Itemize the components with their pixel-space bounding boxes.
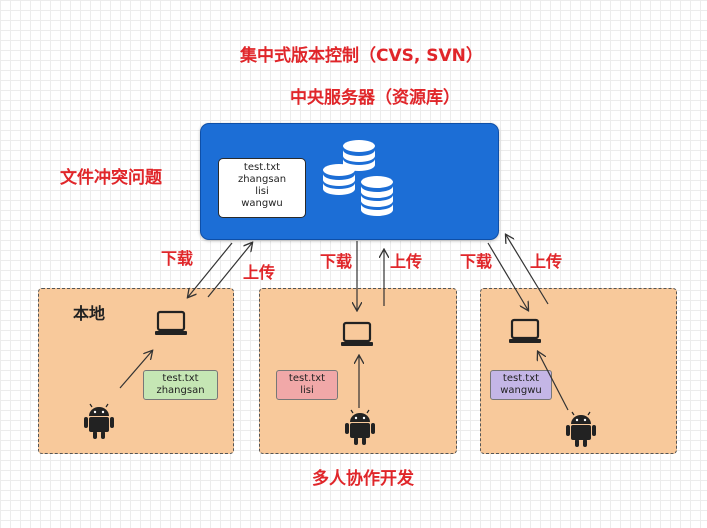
edit-arrow [538,352,569,411]
server-file-name: test.txt [243,162,281,173]
laptop-icon [155,310,187,335]
download-arrow [188,242,233,297]
android-icon [84,403,114,439]
download-label: 下载 [460,252,493,271]
client-file-note-lisi: test.txt lisi [276,370,338,400]
central-server: test.txt zhangsan lisi wangwu [200,123,499,240]
conflict-label: 文件冲突问题 [60,168,162,188]
database-icon [323,140,393,216]
server-file-line: lisi [255,186,269,197]
laptop-icon [341,321,373,346]
server-title: 中央服务器（资源库） [290,88,460,108]
upload-arrow [506,235,549,305]
laptop-icon [509,318,541,343]
download-label: 下载 [161,249,194,268]
server-file-line: zhangsan [237,174,287,185]
client-file-note-wangwu: test.txt wangwu [490,370,552,400]
edit-arrow [119,351,152,389]
upload-label: 上传 [530,252,563,271]
client-file-user: zhangsan [156,385,205,396]
android-icon [566,411,596,447]
client-file-name: test.txt [502,373,540,384]
client-file-user: lisi [300,385,314,396]
client-file-note-zhangsan: test.txt zhangsan [143,370,218,400]
upload-arrow [207,243,252,298]
diagram-title: 集中式版本控制（CVS, SVN） [240,46,483,66]
upload-label: 上传 [243,263,276,282]
client-file-user: wangwu [500,385,542,396]
server-file-line: wangwu [241,198,283,209]
download-label: 下载 [320,252,353,271]
local-label: 本地 [73,304,106,323]
server-file-note: test.txt zhangsan lisi wangwu [218,158,306,218]
upload-label: 上传 [390,252,423,271]
client-file-name: test.txt [162,373,199,384]
android-icon [345,409,375,445]
client-file-name: test.txt [288,373,326,384]
download-arrow [487,242,528,310]
bottom-title: 多人协作开发 [312,469,414,489]
